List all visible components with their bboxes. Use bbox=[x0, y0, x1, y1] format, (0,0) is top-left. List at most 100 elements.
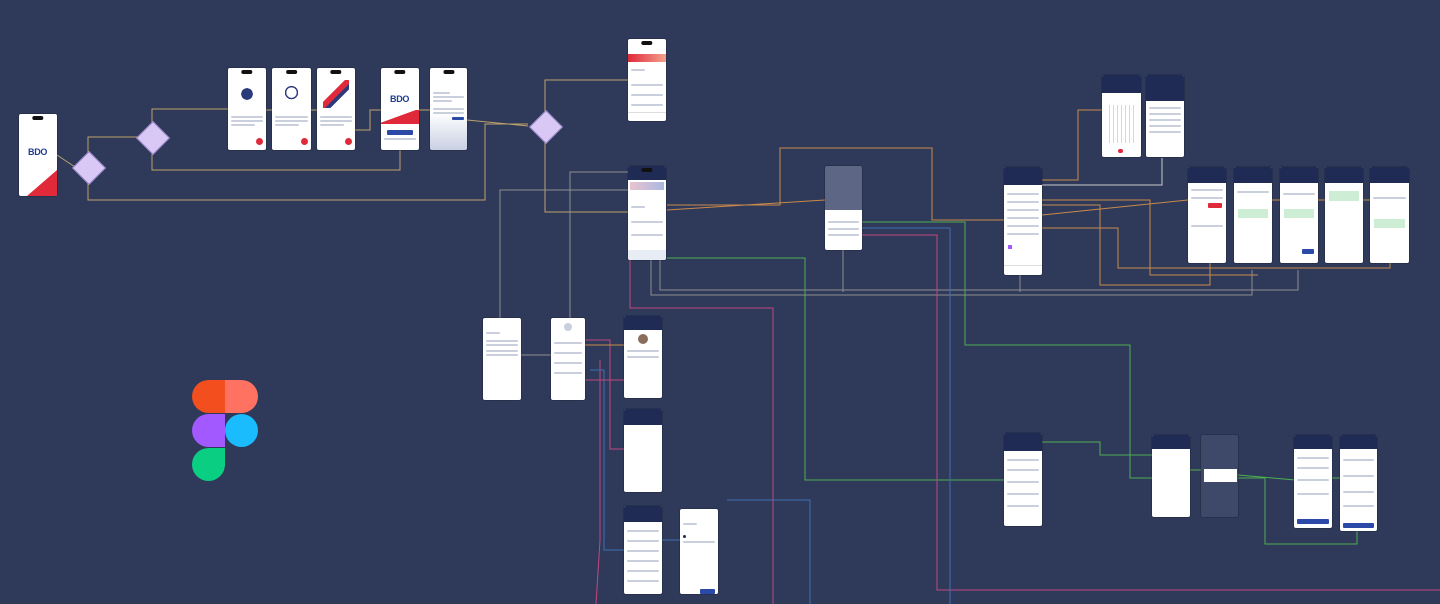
tab-bar[interactable] bbox=[1004, 265, 1042, 275]
text-line bbox=[627, 550, 659, 552]
text-line bbox=[275, 124, 300, 126]
submit-button[interactable] bbox=[1297, 519, 1329, 524]
transfer-menu-screen[interactable] bbox=[1004, 167, 1042, 275]
continue-button[interactable] bbox=[1208, 203, 1222, 208]
phone-notch bbox=[285, 70, 298, 74]
avatar[interactable] bbox=[564, 323, 572, 331]
phone-notch bbox=[32, 116, 44, 120]
bottom-sheet[interactable] bbox=[825, 210, 862, 250]
brand-red-triangle bbox=[27, 170, 57, 196]
figma-logo-part bbox=[192, 448, 225, 481]
text-line bbox=[1297, 493, 1329, 495]
login-button[interactable] bbox=[387, 130, 413, 135]
screen-header bbox=[1340, 435, 1377, 449]
calendar-grid[interactable] bbox=[1106, 105, 1137, 143]
phone-notch bbox=[641, 168, 653, 172]
text-line bbox=[1007, 469, 1039, 471]
transfer-step-4[interactable] bbox=[1325, 167, 1363, 263]
tab-bar[interactable] bbox=[628, 250, 666, 260]
confirm-button[interactable] bbox=[1302, 249, 1314, 254]
screen-header bbox=[624, 409, 662, 425]
screen-header bbox=[1152, 435, 1190, 449]
text-line bbox=[1007, 225, 1039, 227]
next-button[interactable] bbox=[345, 138, 352, 145]
welcome-screen[interactable]: BDO bbox=[381, 68, 419, 150]
text-line bbox=[1191, 197, 1223, 199]
brand-red-band bbox=[381, 110, 419, 124]
transactions-screen[interactable] bbox=[624, 506, 662, 594]
popup-dialog[interactable] bbox=[1204, 469, 1237, 482]
text-line bbox=[1007, 209, 1039, 211]
form-screen-1[interactable] bbox=[1294, 435, 1332, 528]
submit-button[interactable] bbox=[1343, 523, 1374, 528]
text-line bbox=[486, 354, 518, 356]
home-screen[interactable] bbox=[628, 166, 666, 260]
text-line bbox=[1342, 475, 1375, 477]
text-line bbox=[1007, 481, 1039, 483]
screen-header bbox=[1325, 167, 1363, 183]
details-blank-screen[interactable] bbox=[1152, 435, 1190, 517]
text-line bbox=[1342, 491, 1375, 493]
blank-screen[interactable] bbox=[624, 409, 662, 492]
onboarding-screen-3[interactable] bbox=[317, 68, 355, 150]
text-line bbox=[631, 84, 663, 86]
text-line bbox=[553, 342, 583, 344]
success-banner bbox=[1284, 209, 1314, 218]
text-line bbox=[627, 570, 659, 572]
onboarding-screen-2[interactable] bbox=[272, 68, 311, 150]
screen-header bbox=[624, 316, 662, 330]
tab-bar[interactable] bbox=[628, 112, 666, 121]
edit-profile-screen[interactable] bbox=[624, 316, 662, 398]
phone-notch bbox=[442, 70, 455, 74]
text-line bbox=[486, 340, 518, 342]
filter-screen[interactable] bbox=[680, 509, 718, 594]
accounts-screen[interactable] bbox=[1004, 433, 1042, 526]
transfer-step-3[interactable] bbox=[1280, 167, 1318, 263]
login-form-screen[interactable] bbox=[430, 68, 467, 150]
transfer-sheet-screen[interactable] bbox=[825, 166, 862, 250]
settings-screen[interactable] bbox=[483, 318, 521, 400]
popup-screen[interactable] bbox=[1201, 435, 1238, 517]
text-line bbox=[627, 530, 659, 532]
screen-header bbox=[1102, 75, 1141, 93]
figma-logo-icon bbox=[192, 380, 259, 482]
brand-logo: BDO bbox=[28, 147, 48, 157]
next-button[interactable] bbox=[301, 138, 308, 145]
avatar[interactable] bbox=[638, 334, 648, 344]
submit-button[interactable] bbox=[452, 117, 465, 120]
transfer-step-1[interactable] bbox=[1188, 167, 1226, 263]
form-screen-2[interactable] bbox=[1340, 435, 1377, 531]
menu-icon bbox=[1008, 245, 1012, 249]
selected-date[interactable] bbox=[1118, 149, 1123, 153]
text-line bbox=[1007, 459, 1039, 461]
profile-screen[interactable] bbox=[551, 318, 585, 400]
next-button[interactable] bbox=[256, 138, 263, 145]
text-line bbox=[1007, 217, 1039, 219]
transfer-step-5[interactable] bbox=[1370, 167, 1409, 263]
text-line bbox=[275, 120, 308, 122]
text-line bbox=[231, 120, 263, 122]
transfer-step-2[interactable] bbox=[1234, 167, 1272, 263]
radio-selected[interactable] bbox=[683, 535, 686, 538]
screen-header bbox=[624, 506, 662, 522]
onboarding-screen-1[interactable] bbox=[228, 68, 266, 150]
figma-logo-part bbox=[192, 380, 225, 413]
text-line bbox=[553, 352, 583, 354]
splash-screen[interactable]: BDO bbox=[19, 114, 57, 196]
home-header bbox=[628, 166, 666, 180]
onboarding-illustration bbox=[278, 80, 305, 108]
onboarding-illustration bbox=[234, 80, 260, 108]
home-screen-alert[interactable] bbox=[628, 39, 666, 121]
text-line bbox=[1007, 233, 1039, 235]
phone-notch bbox=[641, 41, 653, 45]
account-card[interactable] bbox=[630, 182, 664, 190]
text-line bbox=[631, 221, 663, 223]
success-banner bbox=[1374, 219, 1405, 228]
text-line bbox=[1297, 479, 1329, 481]
apply-button[interactable] bbox=[700, 589, 715, 594]
month-picker-screen[interactable] bbox=[1146, 75, 1184, 157]
text-line bbox=[627, 356, 659, 358]
date-picker-screen[interactable] bbox=[1102, 75, 1141, 157]
text-line bbox=[1237, 191, 1269, 193]
text-line bbox=[1149, 107, 1181, 109]
